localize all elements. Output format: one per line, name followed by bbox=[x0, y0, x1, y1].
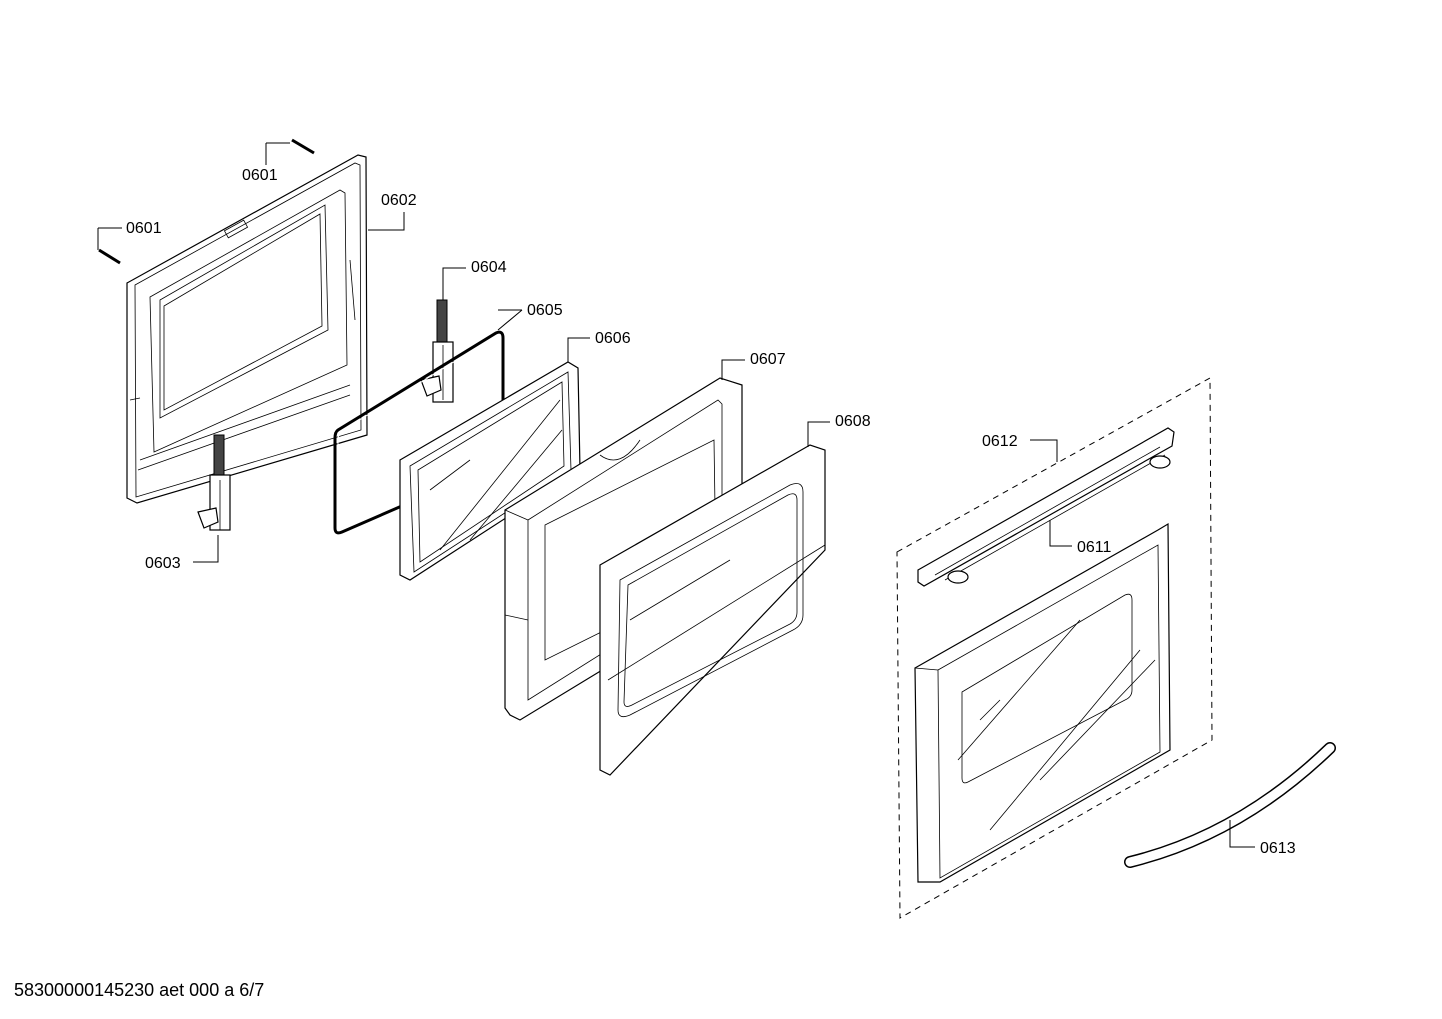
label-0612: 0612 bbox=[982, 433, 1018, 450]
assembly-outline bbox=[896, 377, 1213, 919]
part-0604-hinge[interactable] bbox=[420, 299, 454, 403]
part-0608-inner-panel[interactable] bbox=[599, 444, 826, 776]
label-0607: 0607 bbox=[750, 351, 786, 368]
part-0612-top-trim[interactable] bbox=[917, 427, 1175, 587]
part-0601-pin-top[interactable] bbox=[291, 138, 315, 155]
part-0611-outer-glass[interactable] bbox=[914, 522, 1171, 883]
part-0613-handle[interactable] bbox=[1124, 742, 1336, 868]
label-0603: 0603 bbox=[145, 555, 181, 572]
label-0602: 0602 bbox=[381, 192, 417, 209]
label-0613: 0613 bbox=[1260, 840, 1296, 857]
document-footer: 58300000145230 aet 000 a 6/7 bbox=[14, 980, 265, 1000]
label-0601-top: 0601 bbox=[242, 167, 278, 184]
leader-lines bbox=[97, 142, 1255, 848]
label-0611: 0611 bbox=[1077, 539, 1112, 556]
label-0606: 0606 bbox=[595, 330, 631, 347]
label-0604: 0604 bbox=[471, 259, 507, 276]
label-0605: 0605 bbox=[527, 302, 563, 319]
part-0602-door-frame[interactable] bbox=[126, 154, 368, 504]
part-0601-pin-left[interactable] bbox=[98, 248, 121, 265]
label-0601-left: 0601 bbox=[126, 220, 162, 237]
part-0603-hinge[interactable] bbox=[197, 434, 231, 531]
label-0608: 0608 bbox=[835, 413, 871, 430]
